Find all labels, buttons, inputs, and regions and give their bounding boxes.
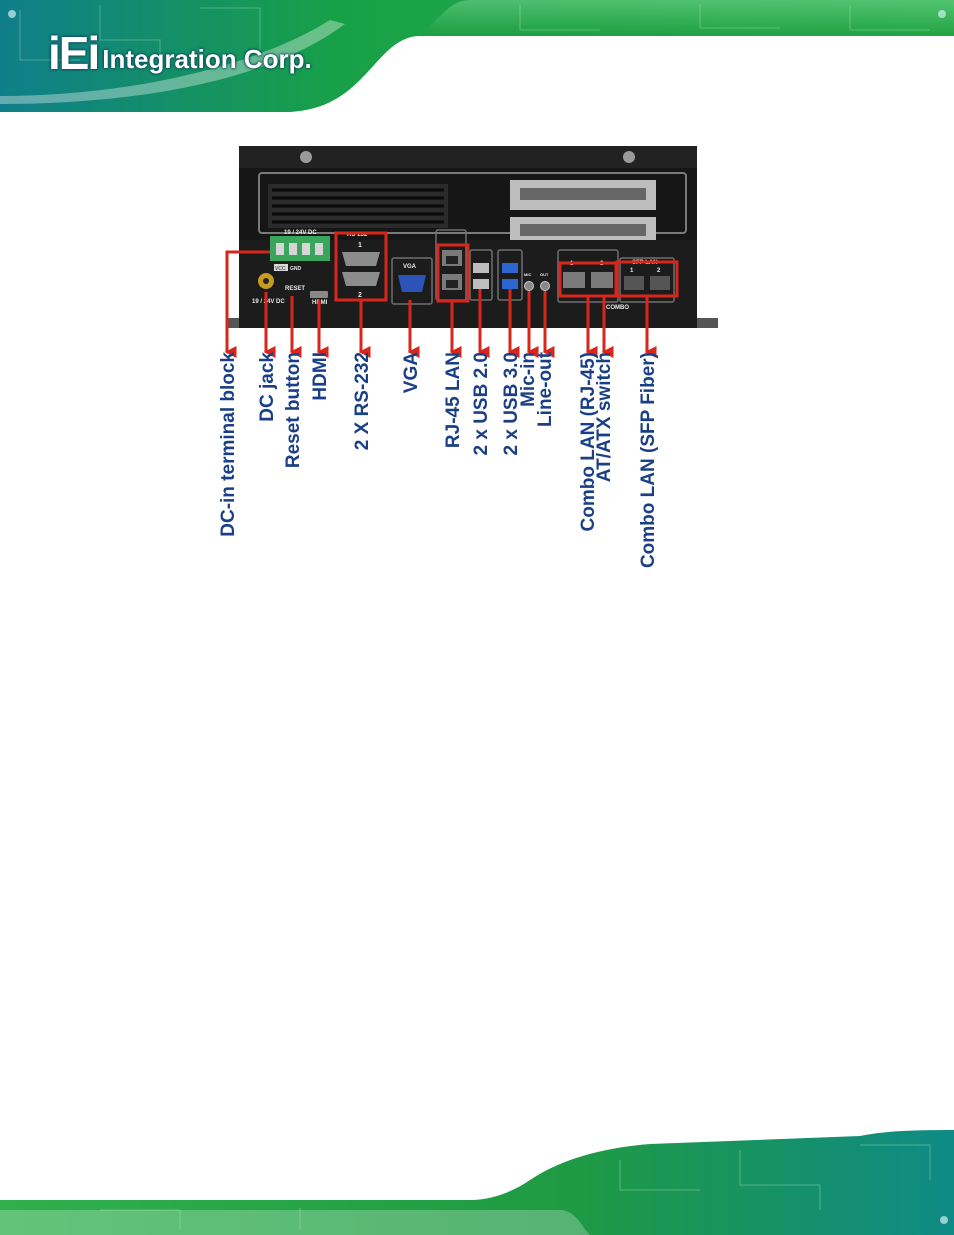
dc-jack-marking: 19 / 24V DC bbox=[252, 299, 285, 305]
gnd-marking: GND bbox=[290, 266, 302, 272]
logo-mark: iEi bbox=[48, 27, 100, 79]
label-rj45-lan: RJ-45 LAN bbox=[443, 352, 464, 448]
mic-in-jack bbox=[524, 281, 534, 291]
svg-text:1: 1 bbox=[358, 242, 362, 249]
screw-icon bbox=[623, 151, 635, 163]
header-banner bbox=[0, 0, 954, 112]
label-combo-lan-rj45: Combo LAN (RJ-45) bbox=[578, 352, 599, 531]
dc-terminal-marking: 19 / 24V DC bbox=[284, 230, 317, 236]
svg-text:VGA: VGA bbox=[403, 264, 417, 270]
screw-icon bbox=[300, 151, 312, 163]
svg-text:2: 2 bbox=[657, 268, 661, 274]
svg-text:1: 1 bbox=[630, 268, 634, 274]
audio-jacks: MIC OUT bbox=[524, 272, 550, 291]
company-logo: iEi Integration Corp. bbox=[48, 26, 312, 76]
hdmi-port bbox=[310, 291, 328, 298]
callout-labels: DC-in terminal block DC jack Reset butto… bbox=[218, 351, 659, 568]
rs232-ports: RS-232 1 2 bbox=[342, 232, 380, 299]
svg-text:RS-232: RS-232 bbox=[347, 232, 368, 238]
label-usb3: 2 x USB 3.0 bbox=[501, 352, 522, 456]
label-line-out: Line-out bbox=[535, 351, 556, 427]
label-dc-in-terminal-block: DC-in terminal block bbox=[218, 352, 239, 537]
svg-text:2: 2 bbox=[358, 292, 362, 299]
footer-banner bbox=[0, 1130, 954, 1235]
label-at-atx-switch: AT/ATX switch bbox=[594, 352, 615, 482]
vcc-marking: VCC bbox=[275, 266, 286, 272]
logo-text: Integration Corp. bbox=[102, 44, 312, 74]
label-mic-in: Mic-in bbox=[518, 352, 539, 407]
label-vga: VGA bbox=[401, 352, 422, 393]
dc-terminal-block: 19 / 24V DC VCC GND bbox=[270, 230, 330, 272]
label-hdmi: HDMI bbox=[310, 352, 331, 401]
label-dc-jack: DC jack bbox=[257, 352, 278, 422]
vga-port: VGA bbox=[391, 257, 433, 305]
svg-text:OUT: OUT bbox=[540, 272, 549, 277]
svg-text:COMBO: COMBO bbox=[606, 305, 629, 311]
label-rs232: 2 X RS-232 bbox=[352, 352, 373, 450]
label-combo-lan-sfp: Combo LAN (SFP Fiber) bbox=[638, 352, 659, 568]
label-reset-button: Reset button bbox=[283, 352, 304, 468]
svg-text:MIC: MIC bbox=[524, 272, 531, 277]
label-usb2: 2 x USB 2.0 bbox=[471, 352, 492, 456]
reset-marking: RESET bbox=[285, 286, 305, 292]
callout-arrows bbox=[224, 250, 657, 358]
line-out-jack bbox=[540, 281, 550, 291]
